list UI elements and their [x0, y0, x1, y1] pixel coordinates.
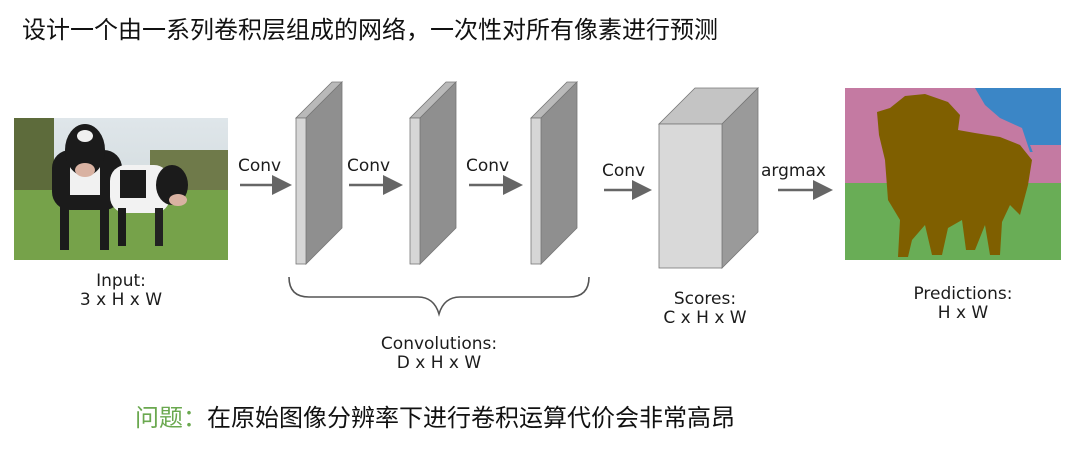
- conv-layer-3: [530, 81, 578, 265]
- scores-block: [658, 87, 759, 269]
- predictions-caption-shape: H x W: [937, 303, 989, 323]
- convolutions-caption-title: Convolutions:: [380, 334, 498, 354]
- convolutions-brace: [288, 276, 590, 317]
- convolutions-caption: Convolutions: D x H x W: [364, 335, 514, 373]
- scores-caption: Scores: C x H x W: [640, 290, 770, 328]
- input-image: [14, 118, 228, 260]
- conv-layer-2: [409, 81, 457, 265]
- problem-prefix: 问题：: [135, 404, 207, 432]
- conv-layer-1: [295, 81, 343, 265]
- conv-label-2: Conv: [347, 156, 391, 176]
- scores-caption-shape: C x H x W: [663, 308, 747, 328]
- slide-title: 设计一个由一系列卷积层组成的网络，一次性对所有像素进行预测: [22, 16, 718, 44]
- conv-label-1: Conv: [238, 156, 282, 176]
- prediction-map: [845, 88, 1061, 260]
- problem-statement: 问题：在原始图像分辨率下进行卷积运算代价会非常高昂: [135, 398, 735, 433]
- scores-caption-title: Scores:: [673, 289, 737, 309]
- argmax-label: argmax: [761, 161, 826, 181]
- conv-label-3: Conv: [466, 156, 510, 176]
- convolutions-caption-shape: D x H x W: [396, 353, 482, 373]
- cow-silhouette: [877, 94, 1032, 257]
- predictions-caption-title: Predictions:: [913, 284, 1013, 304]
- input-caption-shape: 3 x H x W: [79, 290, 163, 310]
- conv-label-4: Conv: [602, 161, 646, 181]
- predictions-caption: Predictions: H x W: [893, 285, 1033, 323]
- input-caption-title: Input:: [96, 271, 146, 291]
- problem-text: 在原始图像分辨率下进行卷积运算代价会非常高昂: [207, 404, 735, 432]
- input-caption: Input: 3 x H x W: [56, 272, 186, 310]
